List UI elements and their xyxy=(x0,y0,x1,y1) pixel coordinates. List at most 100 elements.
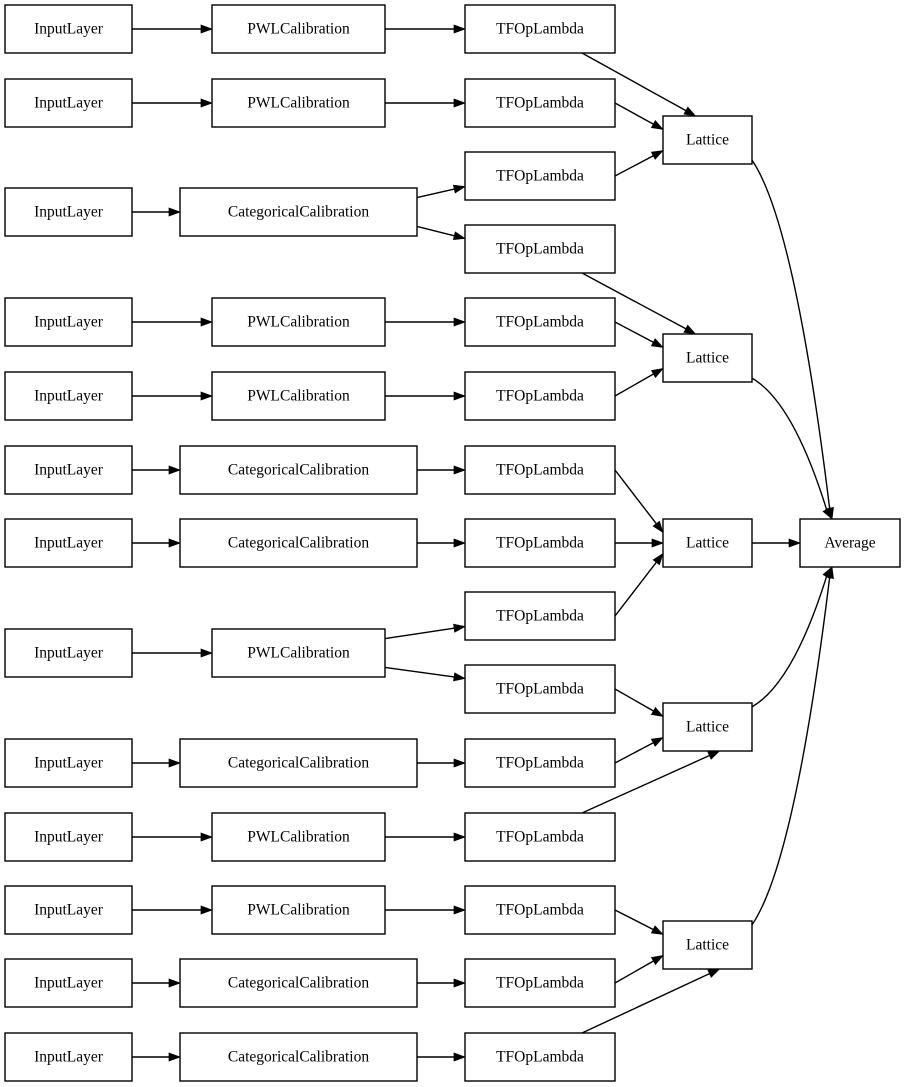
node-tfop-tf12[interactable]: TFOpLambda xyxy=(464,885,616,935)
node-box-in3[interactable] xyxy=(4,297,133,347)
edge-cal7-to-tf8 xyxy=(384,623,467,640)
node-box-cal0[interactable] xyxy=(211,4,386,54)
node-box-cal1[interactable] xyxy=(211,78,386,128)
node-box-cal4[interactable] xyxy=(211,371,386,421)
node-box-in2[interactable] xyxy=(4,187,133,237)
node-input-in11[interactable]: InputLayer xyxy=(4,958,133,1008)
node-label-tf11: TFOpLambda xyxy=(496,829,584,846)
node-box-tf0[interactable] xyxy=(464,4,616,54)
node-pwl-cal9[interactable]: PWLCalibration xyxy=(211,812,386,862)
node-box-tf12[interactable] xyxy=(464,885,616,935)
node-box-in12[interactable] xyxy=(4,1032,133,1082)
node-input-in4[interactable]: InputLayer xyxy=(4,371,133,421)
node-box-in7[interactable] xyxy=(4,628,133,678)
node-box-lat0[interactable] xyxy=(662,115,753,165)
node-box-tf14[interactable] xyxy=(464,1032,616,1082)
node-tfop-tf3[interactable]: TFOpLambda xyxy=(464,224,616,274)
node-input-in9[interactable]: InputLayer xyxy=(4,812,133,862)
node-label-tf0: TFOpLambda xyxy=(496,21,584,38)
node-input-in10[interactable]: InputLayer xyxy=(4,885,133,935)
node-pwl-cal1[interactable]: PWLCalibration xyxy=(211,78,386,128)
node-box-in1[interactable] xyxy=(4,78,133,128)
node-tfop-tf11[interactable]: TFOpLambda xyxy=(464,812,616,862)
node-cat-cal5[interactable]: CategoricalCalibration xyxy=(179,445,418,495)
node-box-lat2[interactable] xyxy=(662,518,753,568)
node-input-in5[interactable]: InputLayer xyxy=(4,445,133,495)
node-box-cal11[interactable] xyxy=(179,958,418,1008)
node-input-in7[interactable]: InputLayer xyxy=(4,628,133,678)
node-tfop-tf14[interactable]: TFOpLambda xyxy=(464,1032,616,1082)
node-box-tf4[interactable] xyxy=(464,297,616,347)
node-lattice-lat3[interactable]: Lattice xyxy=(662,702,753,752)
node-pwl-cal4[interactable]: PWLCalibration xyxy=(211,371,386,421)
node-box-in8[interactable] xyxy=(4,738,133,788)
node-box-in6[interactable] xyxy=(4,518,133,568)
node-box-in9[interactable] xyxy=(4,812,133,862)
node-input-in1[interactable]: InputLayer xyxy=(4,78,133,128)
node-tfop-tf0[interactable]: TFOpLambda xyxy=(464,4,616,54)
node-label-cal8: CategoricalCalibration xyxy=(228,755,369,772)
node-cat-cal6[interactable]: CategoricalCalibration xyxy=(179,518,418,568)
node-box-tf7[interactable] xyxy=(464,518,616,568)
node-box-tf5[interactable] xyxy=(464,371,616,421)
node-box-cal10[interactable] xyxy=(211,885,386,935)
node-lattice-lat1[interactable]: Lattice xyxy=(662,333,753,383)
node-box-in10[interactable] xyxy=(4,885,133,935)
node-box-avg[interactable] xyxy=(799,518,901,568)
node-cat-cal12[interactable]: CategoricalCalibration xyxy=(179,1032,418,1082)
node-pwl-cal10[interactable]: PWLCalibration xyxy=(211,885,386,935)
node-tfop-tf7[interactable]: TFOpLambda xyxy=(464,518,616,568)
node-box-lat3[interactable] xyxy=(662,702,753,752)
node-input-in3[interactable]: InputLayer xyxy=(4,297,133,347)
node-input-in0[interactable]: InputLayer xyxy=(4,4,133,54)
node-average-avg[interactable]: Average xyxy=(799,518,901,568)
node-cat-cal11[interactable]: CategoricalCalibration xyxy=(179,958,418,1008)
node-tfop-tf2[interactable]: TFOpLambda xyxy=(464,151,616,201)
node-box-tf2[interactable] xyxy=(464,151,616,201)
node-box-lat1[interactable] xyxy=(662,333,753,383)
node-pwl-cal3[interactable]: PWLCalibration xyxy=(211,297,386,347)
node-box-cal6[interactable] xyxy=(179,518,418,568)
node-box-in0[interactable] xyxy=(4,4,133,54)
node-box-cal7[interactable] xyxy=(211,628,386,678)
node-box-in5[interactable] xyxy=(4,445,133,495)
node-box-tf3[interactable] xyxy=(464,224,616,274)
node-box-tf6[interactable] xyxy=(464,445,616,495)
node-box-cal9[interactable] xyxy=(211,812,386,862)
node-label-avg: Average xyxy=(824,535,875,552)
node-tfop-tf13[interactable]: TFOpLambda xyxy=(464,958,616,1008)
edge-cal6-to-tf7 xyxy=(417,538,467,548)
node-box-tf8[interactable] xyxy=(464,591,616,641)
node-tfop-tf1[interactable]: TFOpLambda xyxy=(464,78,616,128)
node-pwl-cal0[interactable]: PWLCalibration xyxy=(211,4,386,54)
node-cat-cal8[interactable]: CategoricalCalibration xyxy=(179,738,418,788)
node-box-tf10[interactable] xyxy=(464,738,616,788)
node-tfop-tf8[interactable]: TFOpLambda xyxy=(464,591,616,641)
node-box-tf13[interactable] xyxy=(464,958,616,1008)
node-lattice-lat0[interactable]: Lattice xyxy=(662,115,753,165)
node-input-in6[interactable]: InputLayer xyxy=(4,518,133,568)
node-tfop-tf6[interactable]: TFOpLambda xyxy=(464,445,616,495)
node-box-lat4[interactable] xyxy=(662,920,753,970)
node-lattice-lat2[interactable]: Lattice xyxy=(662,518,753,568)
node-tfop-tf4[interactable]: TFOpLambda xyxy=(464,297,616,347)
node-input-in2[interactable]: InputLayer xyxy=(4,187,133,237)
node-box-in11[interactable] xyxy=(4,958,133,1008)
node-box-tf9[interactable] xyxy=(464,664,616,714)
node-input-in12[interactable]: InputLayer xyxy=(4,1032,133,1082)
node-box-cal12[interactable] xyxy=(179,1032,418,1082)
node-cat-cal2[interactable]: CategoricalCalibration xyxy=(179,187,418,237)
node-tfop-tf9[interactable]: TFOpLambda xyxy=(464,664,616,714)
node-lattice-lat4[interactable]: Lattice xyxy=(662,920,753,970)
node-box-cal2[interactable] xyxy=(179,187,418,237)
node-box-tf11[interactable] xyxy=(464,812,616,862)
node-input-in8[interactable]: InputLayer xyxy=(4,738,133,788)
node-box-tf1[interactable] xyxy=(464,78,616,128)
node-box-in4[interactable] xyxy=(4,371,133,421)
node-box-cal5[interactable] xyxy=(179,445,418,495)
node-box-cal8[interactable] xyxy=(179,738,418,788)
node-box-cal3[interactable] xyxy=(211,297,386,347)
node-pwl-cal7[interactable]: PWLCalibration xyxy=(211,628,386,678)
node-tfop-tf5[interactable]: TFOpLambda xyxy=(464,371,616,421)
node-tfop-tf10[interactable]: TFOpLambda xyxy=(464,738,616,788)
